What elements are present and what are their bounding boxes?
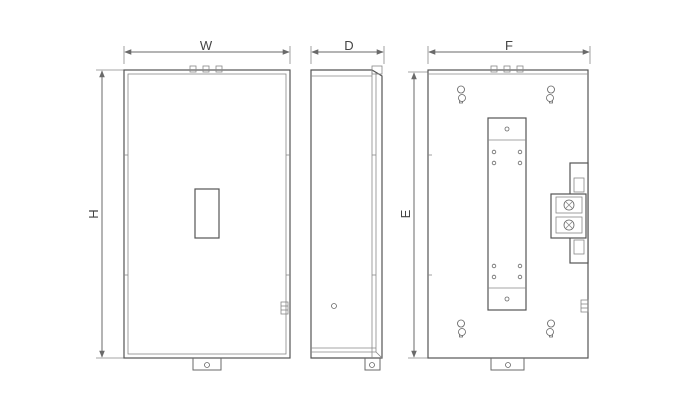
full-width-dimension: F	[427, 38, 591, 64]
front-door-inner-edge	[127, 73, 287, 355]
width-label: W	[200, 38, 213, 53]
front-earth-stud	[280, 301, 289, 315]
side-bottom-mount-tab	[364, 358, 381, 371]
height-dimension: H	[86, 69, 124, 359]
din-rail	[487, 117, 527, 311]
keyhole-mount-holes	[457, 85, 555, 338]
back-bottom-mount-tab	[490, 358, 525, 371]
depth-label: D	[344, 38, 353, 53]
mount-height-label: E	[398, 209, 413, 218]
back-earth-stud	[580, 299, 589, 313]
depth-dimension: D	[310, 38, 385, 64]
side-enclosure-outline	[310, 69, 383, 359]
side-view: D	[310, 38, 385, 371]
full-width-label: F	[505, 38, 513, 53]
back-view: F E	[398, 38, 591, 371]
height-label: H	[86, 209, 101, 218]
width-dimension: W	[123, 38, 291, 64]
front-bottom-mount-tab	[192, 358, 222, 371]
earth-terminal-block	[550, 162, 589, 264]
side-top-fitting	[371, 65, 383, 75]
front-viewing-window	[194, 188, 220, 239]
side-hole	[331, 303, 337, 309]
front-view: W H	[86, 38, 291, 371]
mount-height-dimension: E	[398, 71, 428, 359]
